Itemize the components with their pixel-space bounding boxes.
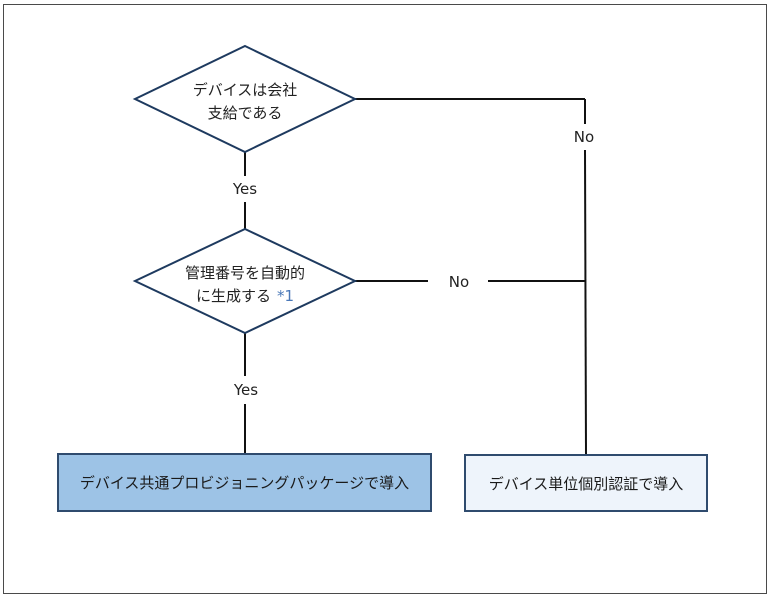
label-yes-1: Yes [232, 180, 257, 198]
connectors [244, 98, 587, 457]
decision2-line2-group: に生成する *1 [196, 287, 294, 305]
decision2-line2: に生成する [196, 287, 271, 305]
label-yes-2: Yes [233, 381, 258, 399]
decision-diamond-company-device [132, 44, 358, 154]
connector-no-trunk [584, 149, 587, 457]
decision1-line2: 支給である [208, 104, 283, 122]
footnote-marker: *1 [277, 287, 294, 305]
decision2-line1: 管理番号を自動的 [185, 264, 305, 282]
decision1-line1: デバイスは会社 [193, 81, 298, 99]
outcome-device-individual-auth: デバイス単位個別認証で導入 [464, 454, 708, 512]
label-no-1: No [574, 128, 594, 146]
label-no-2: No [449, 273, 469, 291]
decision-diamond-auto-id [132, 227, 358, 335]
outcome-common-provisioning-text: デバイス共通プロビジョニングパッケージで導入 [79, 474, 410, 492]
outcome-device-individual-auth-text: デバイス単位個別認証で導入 [488, 474, 684, 493]
outcome-common-provisioning: デバイス共通プロビジョニングパッケージで導入 [57, 453, 432, 512]
